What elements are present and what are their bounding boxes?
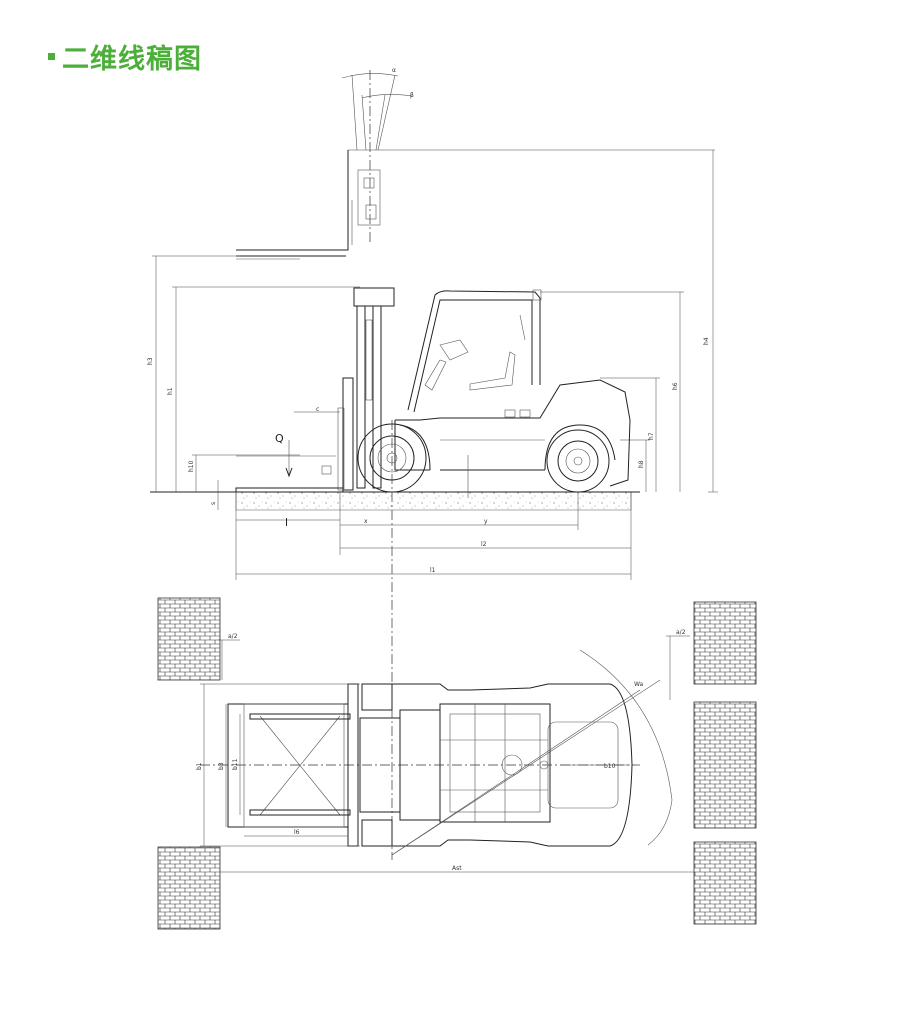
label-h8: h8: [638, 460, 645, 468]
label-h10: h10: [188, 460, 195, 472]
label-alpha: α: [392, 67, 396, 74]
tilt-angle-indicator: [341, 70, 413, 245]
label-beta: β: [410, 92, 414, 99]
stack-bottom-left: [157, 846, 221, 930]
label-h4: h4: [703, 337, 710, 345]
overhead-guard: [407, 289, 542, 413]
left-dimensions: h3 h1 h10 s: [147, 255, 360, 510]
top-view: Wa a/2 a/2 Ast b1 b3 b11 l6 b10: [157, 597, 757, 930]
label-ast: Ast: [452, 865, 462, 872]
label-b11: b11: [232, 758, 239, 770]
turning-radius: [391, 649, 673, 856]
top-dimensions: [200, 635, 694, 873]
load-pallet: [227, 703, 351, 828]
side-view: α β h4 h3 h1: [147, 67, 718, 600]
stack-top-right: [693, 601, 757, 685]
header-bullet-icon: [48, 52, 55, 60]
label-h7: h7: [648, 432, 655, 440]
stack-bottom-right: [693, 841, 757, 925]
dimension-h4: h4: [703, 150, 718, 493]
stack-mid-right: [693, 701, 757, 829]
label-l6: l6: [294, 829, 300, 836]
label-c: c: [316, 406, 319, 413]
rear-wheel: [546, 429, 610, 493]
label-q: Q: [275, 432, 284, 445]
raised-mast: [236, 149, 715, 260]
label-wa: Wa: [634, 681, 644, 688]
truck-body: [394, 379, 631, 487]
bottom-dimensions: [235, 492, 632, 580]
right-dimensions: h6 h7 h8: [540, 291, 684, 492]
label-h1: h1: [167, 387, 174, 395]
label-a2-right: a/2: [676, 629, 686, 636]
label-a2-left: a/2: [228, 633, 238, 640]
stack-top-left: [157, 597, 221, 681]
label-b3: b3: [218, 762, 225, 770]
mast: [337, 287, 395, 491]
forks: [235, 411, 344, 493]
label-l1: l1: [430, 567, 436, 574]
label-x: x: [364, 518, 368, 525]
label-y: y: [484, 518, 488, 525]
label-s: s: [210, 502, 217, 505]
section-header: 二维线稿图: [48, 38, 202, 75]
label-l2: l2: [481, 541, 487, 548]
ground-strip: [235, 491, 632, 511]
label-l: l: [285, 516, 288, 529]
label-h6: h6: [672, 382, 679, 390]
label-b1: b1: [196, 762, 203, 770]
label-b10: b10: [604, 763, 616, 770]
label-h3: h3: [147, 357, 154, 365]
page-title: 二维线稿图: [62, 43, 202, 75]
